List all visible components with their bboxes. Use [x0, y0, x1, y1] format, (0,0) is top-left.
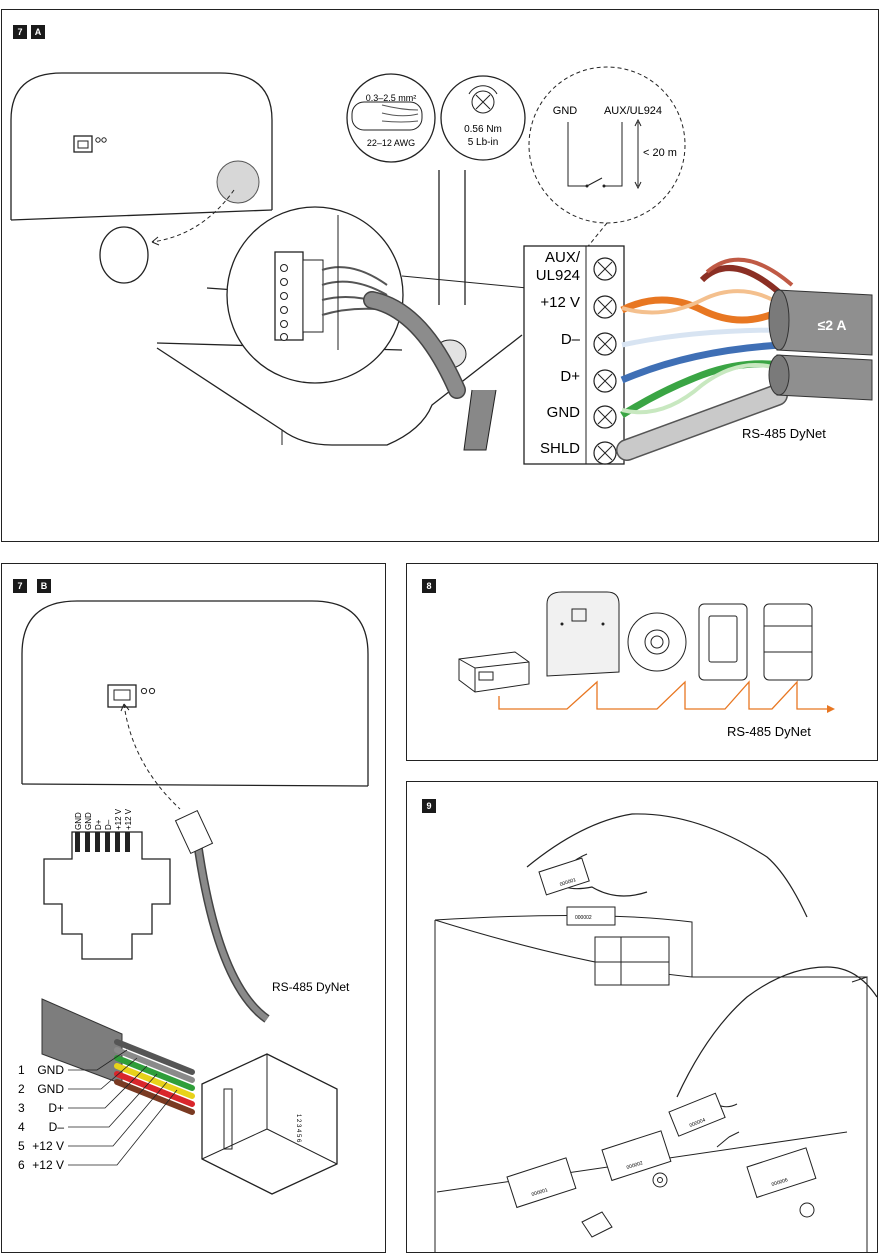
- rj-pinout-diagram-7b: RS-485 DyNet GND GND D+ D– +12 V +12 V 1…: [18, 600, 369, 1195]
- cable-wire: [114, 1071, 195, 1107]
- dynet-topology-diagram: RS-485 DyNet: [458, 591, 835, 739]
- aux-ul924-label: AUX/UL924: [604, 105, 662, 117]
- jack-pin-4: D–: [104, 819, 113, 830]
- plug-numbers: 1 2 3 4 5 6: [295, 1114, 301, 1143]
- clock-symbol-icon: [799, 1202, 815, 1218]
- pinout-label: +12 V: [32, 1139, 64, 1153]
- hand-bottom-icon: [676, 966, 877, 1098]
- terminal-screw-icon: [593, 369, 617, 393]
- sensor-icon: [627, 612, 687, 672]
- sub-step-badge: A: [31, 25, 45, 39]
- panel-7a: 7 A: [1, 9, 879, 542]
- rs485-cable-label: RS-485 DyNet: [742, 426, 826, 441]
- label-5-text: 000002: [626, 1160, 644, 1171]
- current-limit-label: ≤2 A: [818, 317, 847, 333]
- cable-wire: [114, 1039, 195, 1075]
- label-6-text: 000006: [771, 1177, 789, 1188]
- wire-size-mm: 0.3–2.5 mm²: [366, 93, 417, 103]
- pinout-label: +12 V: [32, 1158, 64, 1172]
- bus-arrow-icon: [827, 705, 835, 713]
- bus-label: RS-485 DyNet: [727, 724, 811, 739]
- label-placement-diagram: 000001 000002 000004 000001 000002 00000…: [434, 813, 877, 1252]
- cable-wire: [114, 1063, 195, 1099]
- aux-length-label: < 20 m: [643, 147, 677, 159]
- panel-7b: 7 B RS-485 DyNet GND GND D+ D– +12 V +12…: [1, 563, 386, 1253]
- terminal-screw-icon: [593, 405, 617, 429]
- terminal-shld: SHLD: [540, 440, 580, 457]
- jack-pin-6: +12 V: [124, 808, 133, 830]
- label-1-text: 000001: [559, 877, 577, 888]
- terminal-d-minus: D–: [561, 331, 581, 348]
- jack-contacts: [75, 832, 130, 852]
- label-2-text: 000002: [575, 915, 592, 921]
- rj-port-icon: [73, 135, 93, 153]
- rj-port-icon: [107, 684, 137, 708]
- pinout-leader-line: [68, 1081, 168, 1147]
- pinout-leader-line: [68, 1049, 128, 1071]
- keypad-2-icon: [763, 603, 813, 681]
- pinout-leader-line: [68, 1089, 178, 1166]
- pinout-number: 5: [18, 1139, 25, 1153]
- knockout-cap-icon: [99, 226, 149, 284]
- terminal-aux: AUX/: [545, 249, 581, 266]
- pinout-number: 4: [18, 1120, 25, 1134]
- pinout-leader-line: [68, 1073, 158, 1128]
- step-badge: 7: [13, 579, 27, 593]
- terminal-screw-icon: [593, 295, 617, 319]
- jack-pin-5: +12 V: [114, 808, 123, 830]
- step-badge: 7: [13, 25, 27, 39]
- sub-step-badge: B: [37, 579, 51, 593]
- switch-symbol-icon: [716, 1131, 740, 1148]
- jack-pin-2: GND: [84, 812, 93, 830]
- pinout-number: 1: [18, 1063, 25, 1077]
- hand-top-icon: [526, 813, 808, 918]
- label-4-text: 000001: [531, 1187, 549, 1198]
- power-supply-icon: [546, 591, 620, 677]
- dynet-bus-line: [498, 680, 827, 710]
- terminal-screw-icon: [593, 332, 617, 356]
- panel-8: 8 RS-485 DyNet: [406, 563, 878, 761]
- sensor-symbol-icon: [652, 1172, 668, 1188]
- pinout-label: GND: [37, 1082, 64, 1096]
- aux-detail-callout: [528, 66, 686, 224]
- pinout-leader-line: [68, 1057, 138, 1090]
- rs485-cable-label: RS-485 DyNet: [272, 980, 350, 994]
- jack-pin-1: GND: [74, 812, 83, 830]
- terminal-screw-icon: [593, 441, 617, 465]
- cable-wire: [114, 1047, 195, 1083]
- label-3-text: 000004: [689, 1117, 707, 1129]
- jack-pin-3: D+: [94, 819, 103, 830]
- terminal-ul924: UL924: [536, 267, 580, 284]
- aux-gnd-label: GND: [553, 105, 578, 117]
- terminal-gnd: GND: [547, 404, 581, 421]
- rj-plug-body: [201, 1053, 338, 1195]
- pinout-number: 2: [18, 1082, 25, 1096]
- pinout-label: D+: [48, 1101, 64, 1115]
- pinout-leader-line: [68, 1065, 148, 1109]
- terminal-screw-icon: [593, 257, 617, 281]
- pinout-number: 3: [18, 1101, 25, 1115]
- wire-size-awg: 22–12 AWG: [367, 138, 415, 148]
- wiring-diagram-7a: 0.3–2.5 mm² 22–12 AWG 0.56 Nm 5 Lb-in GN…: [10, 66, 873, 465]
- step-badge: 9: [422, 799, 436, 813]
- step-badge: 8: [422, 579, 436, 593]
- terminal-12v: +12 V: [540, 294, 580, 311]
- torque-badge: [440, 75, 526, 161]
- torque-lbin: 5 Lb-in: [468, 137, 499, 148]
- controller-device-icon: [458, 651, 530, 693]
- pinout-label: GND: [37, 1063, 64, 1077]
- torque-nm: 0.56 Nm: [464, 124, 502, 135]
- panel-9: 9 000001 000002 000004: [406, 781, 878, 1253]
- terminal-screws: [593, 257, 617, 465]
- pinout-label: D–: [49, 1120, 65, 1134]
- flat-cable-wires: [114, 1039, 195, 1115]
- pinout-number: 6: [18, 1158, 25, 1172]
- cable-wire: [114, 1055, 195, 1091]
- knockout-plug-icon: [216, 160, 260, 204]
- label-sticker-1: [538, 857, 590, 896]
- terminal-d-plus: D+: [560, 368, 580, 385]
